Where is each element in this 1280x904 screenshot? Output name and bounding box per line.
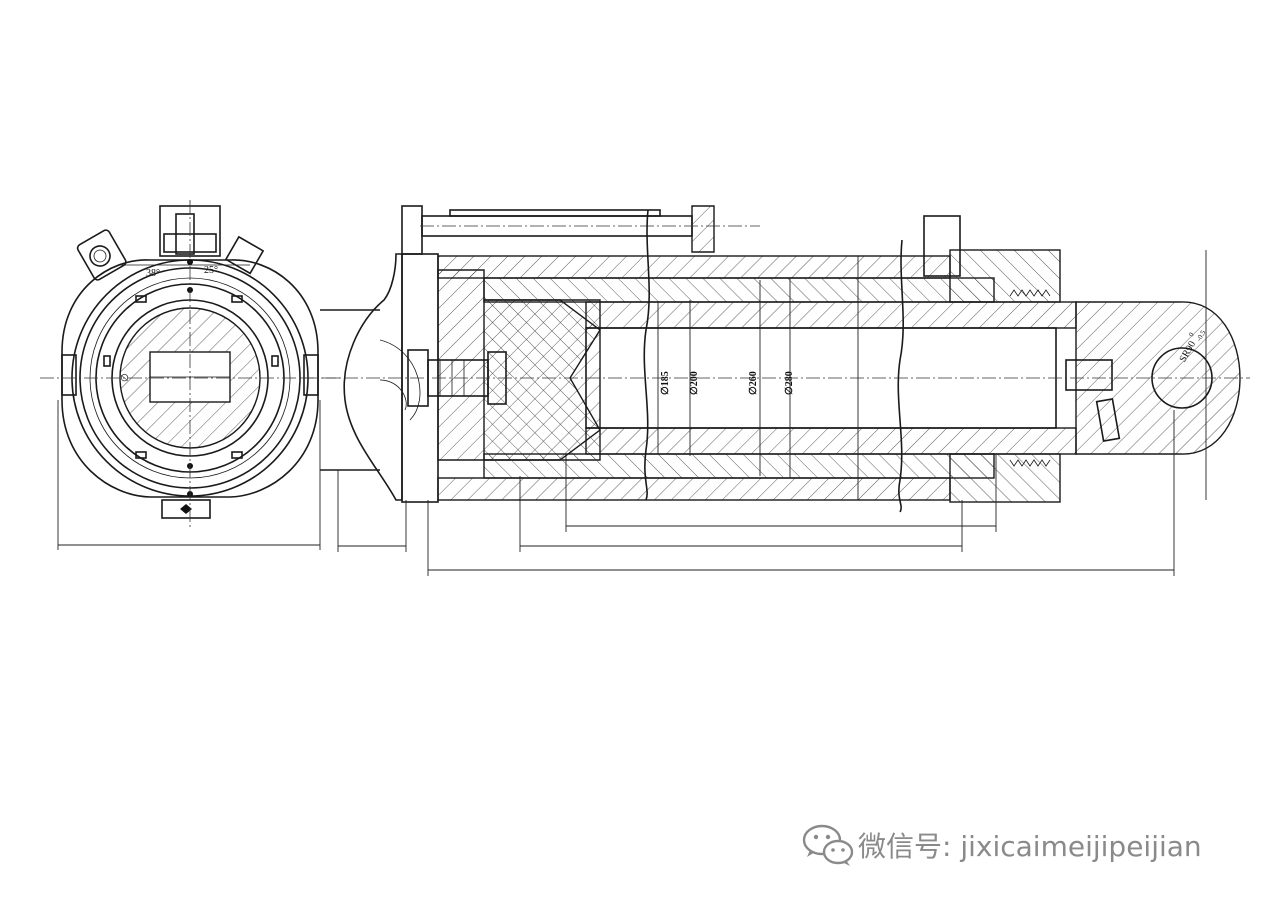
- diameter-label-280: ∅280: [784, 371, 795, 395]
- diameter-label-260: ∅260: [748, 371, 759, 395]
- angle-label-right: 25°: [204, 265, 218, 276]
- angle-label-left: 38°: [146, 268, 160, 279]
- rod-end-tol-upper: 0: [1187, 331, 1196, 338]
- wechat-logo-icon: [802, 824, 854, 866]
- front-diameter-label: ∅: [120, 373, 131, 382]
- watermark: 微信号: jixicaimeijipeijian: [800, 822, 1202, 868]
- watermark-text: 微信号: jixicaimeijipeijian: [858, 830, 1202, 863]
- diameter-label-200: ∅200: [689, 371, 700, 395]
- section-view: ∅185 ∅200 ∅260 ∅280 SR90 0 -0.5: [300, 205, 1250, 576]
- front-view: 38° 25° ∅: [40, 200, 340, 550]
- diameter-label-185: ∅185: [660, 371, 671, 395]
